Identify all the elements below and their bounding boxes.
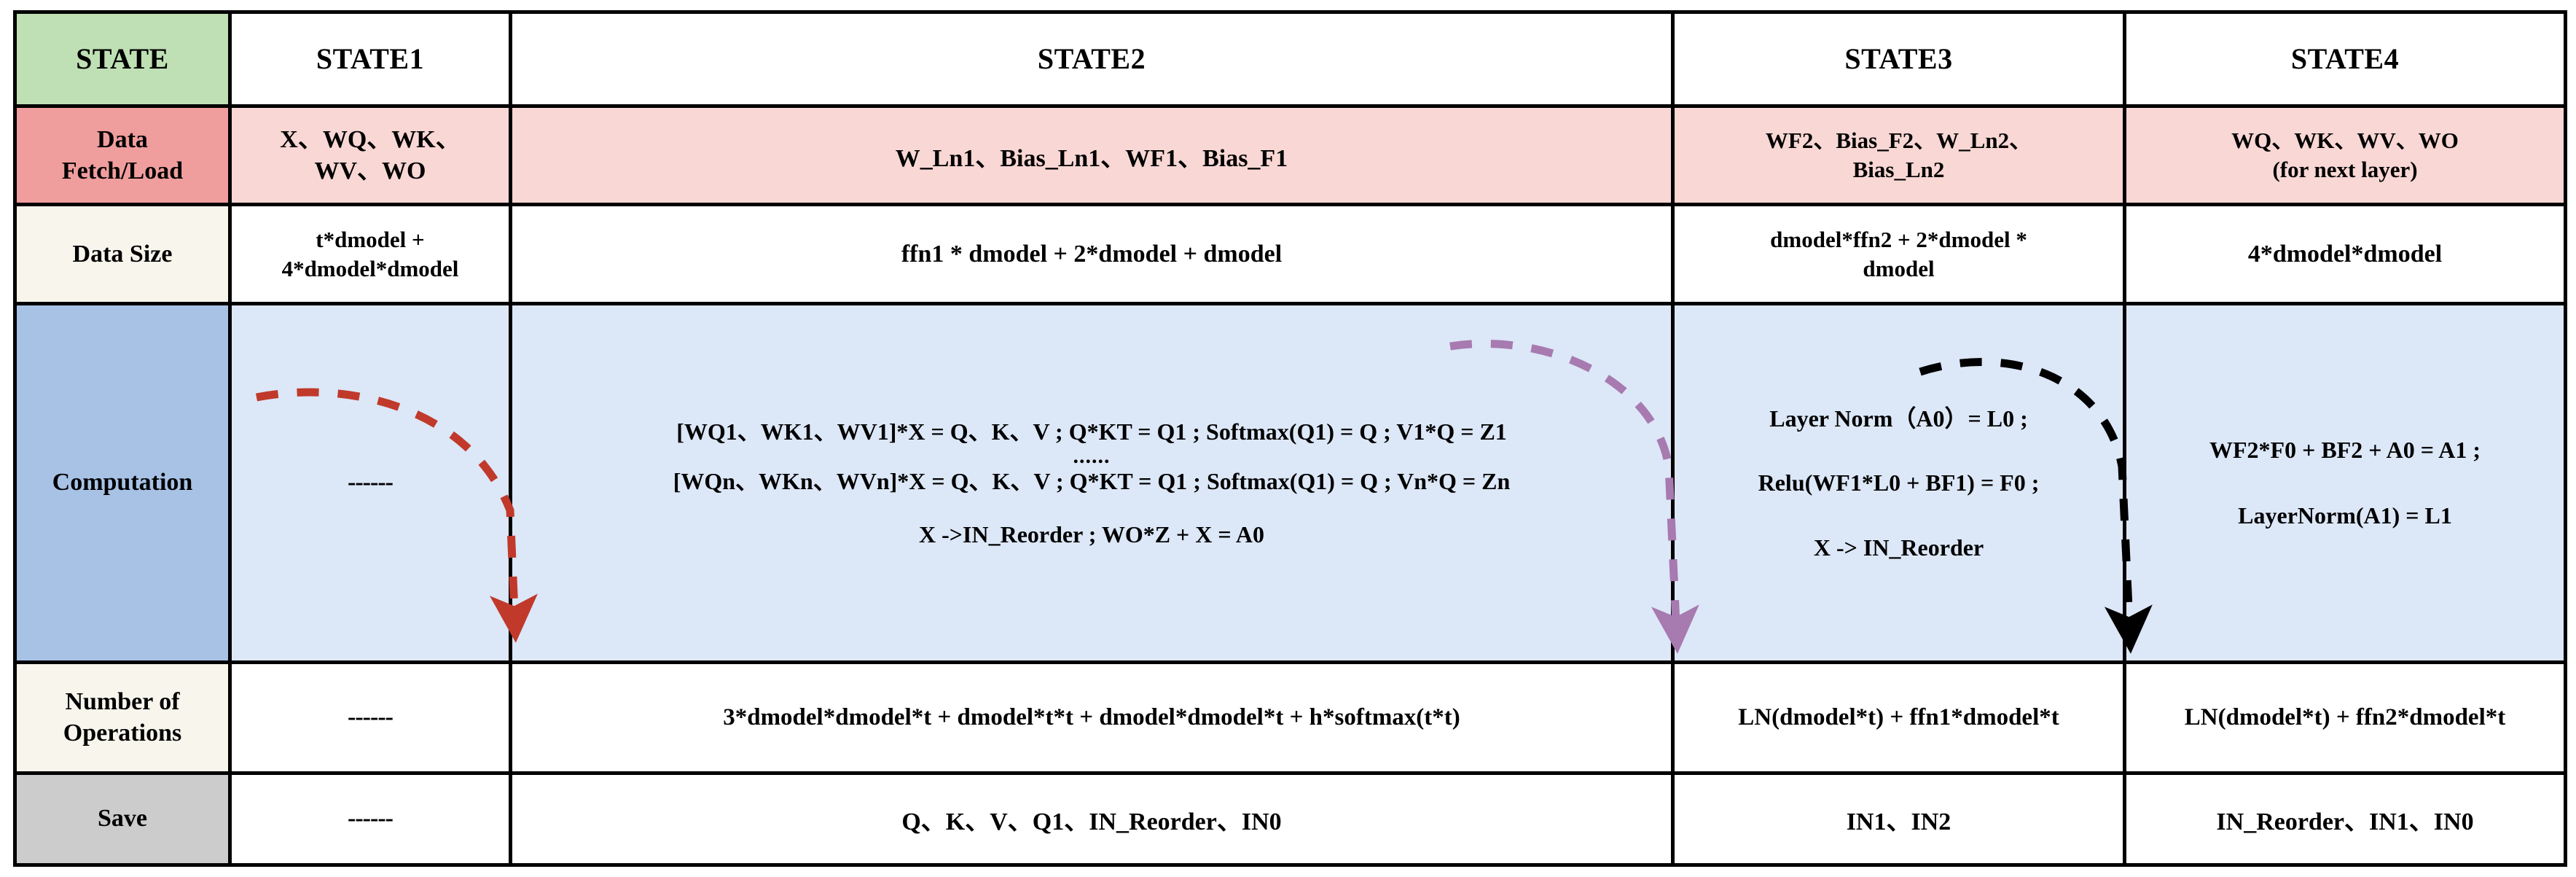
cell-ops-state1: ------ [228,660,512,775]
header-cell-state1: STATE1 [228,10,512,108]
cell-fetch-state4-line2: (for next layer) [2272,157,2418,183]
row-data-fetch-load: Data Fetch/Load X、WQ、WK、 WV、WO W_Ln1、Bia… [13,104,2567,207]
state-table: STATE STATE1 STATE2 STATE3 STATE4 Data F… [13,10,2567,868]
cell-fetch-state2: W_Ln1、Bias_Ln1、WF1、Bias_F1 [509,104,1675,207]
cell-computation-state1: ------ [228,301,512,664]
cell-size-state1-line2: 4*dmodel*dmodel [281,255,459,281]
cell-size-state4: 4*dmodel*dmodel [2123,203,2567,305]
cell-computation-state2: [WQ1、WK1、WV1]*X = Q、K、V ; Q*KT = Q1 ; So… [509,301,1675,664]
row-label-computation: Computation [13,301,232,664]
row-computation: Computation ------ [WQ1、WK1、WV1]*X = Q、K… [13,301,2567,664]
computation-state3-line3: X -> IN_Reorder [1813,534,1984,561]
cell-ops-state4: LN(dmodel*t) + ffn2*dmodel*t [2123,660,2567,775]
cell-fetch-state4: WQ、WK、WV、WO (for next layer) [2123,104,2567,207]
computation-state3-line2: Relu(WF1*L0 + BF1) = F0 ; [1758,469,2040,496]
cell-size-state1-line1: t*dmodel + [316,226,425,252]
row-save: Save ------ Q、K、V、Q1、IN_Reorder、IN0 IN1、… [13,771,2567,868]
cell-computation-state3: Layer Norm（A0）= L0 ; Relu(WF1*L0 + BF1) … [1671,301,2126,664]
row-label-line2: Fetch/Load [61,157,184,185]
cell-size-state3-line2: dmodel [1863,255,1935,281]
table-header-row: STATE STATE1 STATE2 STATE3 STATE4 [13,10,2567,108]
cell-size-state2: ffn1 * dmodel + 2*dmodel + dmodel [509,203,1675,305]
cell-save-state2: Q、K、V、Q1、IN_Reorder、IN0 [509,771,1675,868]
cell-save-state3: IN1、IN2 [1671,771,2126,868]
row-label-ops-line1: Number of [65,687,180,715]
cell-size-state3-line1: dmodel*ffn2 + 2*dmodel * [1770,226,2027,252]
row-label-data-size: Data Size [13,203,232,305]
cell-save-state4: IN_Reorder、IN1、IN0 [2123,771,2567,868]
cell-ops-state2: 3*dmodel*dmodel*t + dmodel*t*t + dmodel*… [509,660,1675,775]
cell-size-state1: t*dmodel + 4*dmodel*dmodel [228,203,512,305]
row-label-line1: Data [97,125,148,153]
row-label-number-of-operations: Number of Operations [13,660,232,775]
cell-computation-state4: WF2*F0 + BF2 + A0 = A1 ; LayerNorm(A1) =… [2123,301,2567,664]
computation-state2-line1: [WQ1、WK1、WV1]*X = Q、K、V ; Q*KT = Q1 ; So… [676,418,1507,445]
header-cell-state2: STATE2 [509,10,1675,108]
computation-state3-line1: Layer Norm（A0）= L0 ; [1769,405,2028,432]
cell-save-state1: ------ [228,771,512,868]
cell-fetch-state1-line2: WV、WO [314,157,426,185]
cell-size-state3: dmodel*ffn2 + 2*dmodel * dmodel [1671,203,2126,305]
cell-fetch-state1-line1: X、WQ、WK、 [280,125,461,153]
computation-state2-line3: X ->IN_Reorder ; WO*Z + X = A0 [919,521,1264,547]
row-label-save: Save [13,771,232,868]
computation-state4-line1: WF2*F0 + BF2 + A0 = A1 ; [2209,436,2481,463]
header-cell-state3: STATE3 [1671,10,2126,108]
cell-fetch-state1: X、WQ、WK、 WV、WO [228,104,512,207]
cell-fetch-state3-line2: Bias_Ln2 [1852,157,1945,183]
computation-state2-lines: [WQ1、WK1、WV1]*X = Q、K、V ; Q*KT = Q1 ; So… [515,418,1668,548]
row-label-data-fetch-load: Data Fetch/Load [13,104,232,207]
row-number-of-operations: Number of Operations ------ 3*dmodel*dmo… [13,660,2567,775]
cell-fetch-state3: WF2、Bias_F2、W_Ln2、 Bias_Ln2 [1671,104,2126,207]
computation-state4-lines: WF2*F0 + BF2 + A0 = A1 ; LayerNorm(A1) =… [2129,436,2561,530]
computation-state2-line2: [WQn、WKn、WVn]*X = Q、K、V ; Q*KT = Q1 ; So… [673,468,1511,495]
computation-state3-lines: Layer Norm（A0）= L0 ; Relu(WF1*L0 + BF1) … [1677,405,2120,561]
row-label-ops-line2: Operations [63,720,182,747]
header-cell-state4: STATE4 [2123,10,2567,108]
cell-fetch-state4-line1: WQ、WK、WV、WO [2231,128,2459,154]
computation-state4-line2: LayerNorm(A1) = L1 [2238,502,2452,529]
cell-fetch-state3-line1: WF2、Bias_F2、W_Ln2、 [1765,128,2032,154]
header-cell-state: STATE [13,10,232,108]
cell-ops-state3: LN(dmodel*t) + ffn1*dmodel*t [1671,660,2126,775]
computation-state2-ellipsis: ...... [1073,444,1111,469]
row-data-size: Data Size t*dmodel + 4*dmodel*dmodel ffn… [13,203,2567,305]
